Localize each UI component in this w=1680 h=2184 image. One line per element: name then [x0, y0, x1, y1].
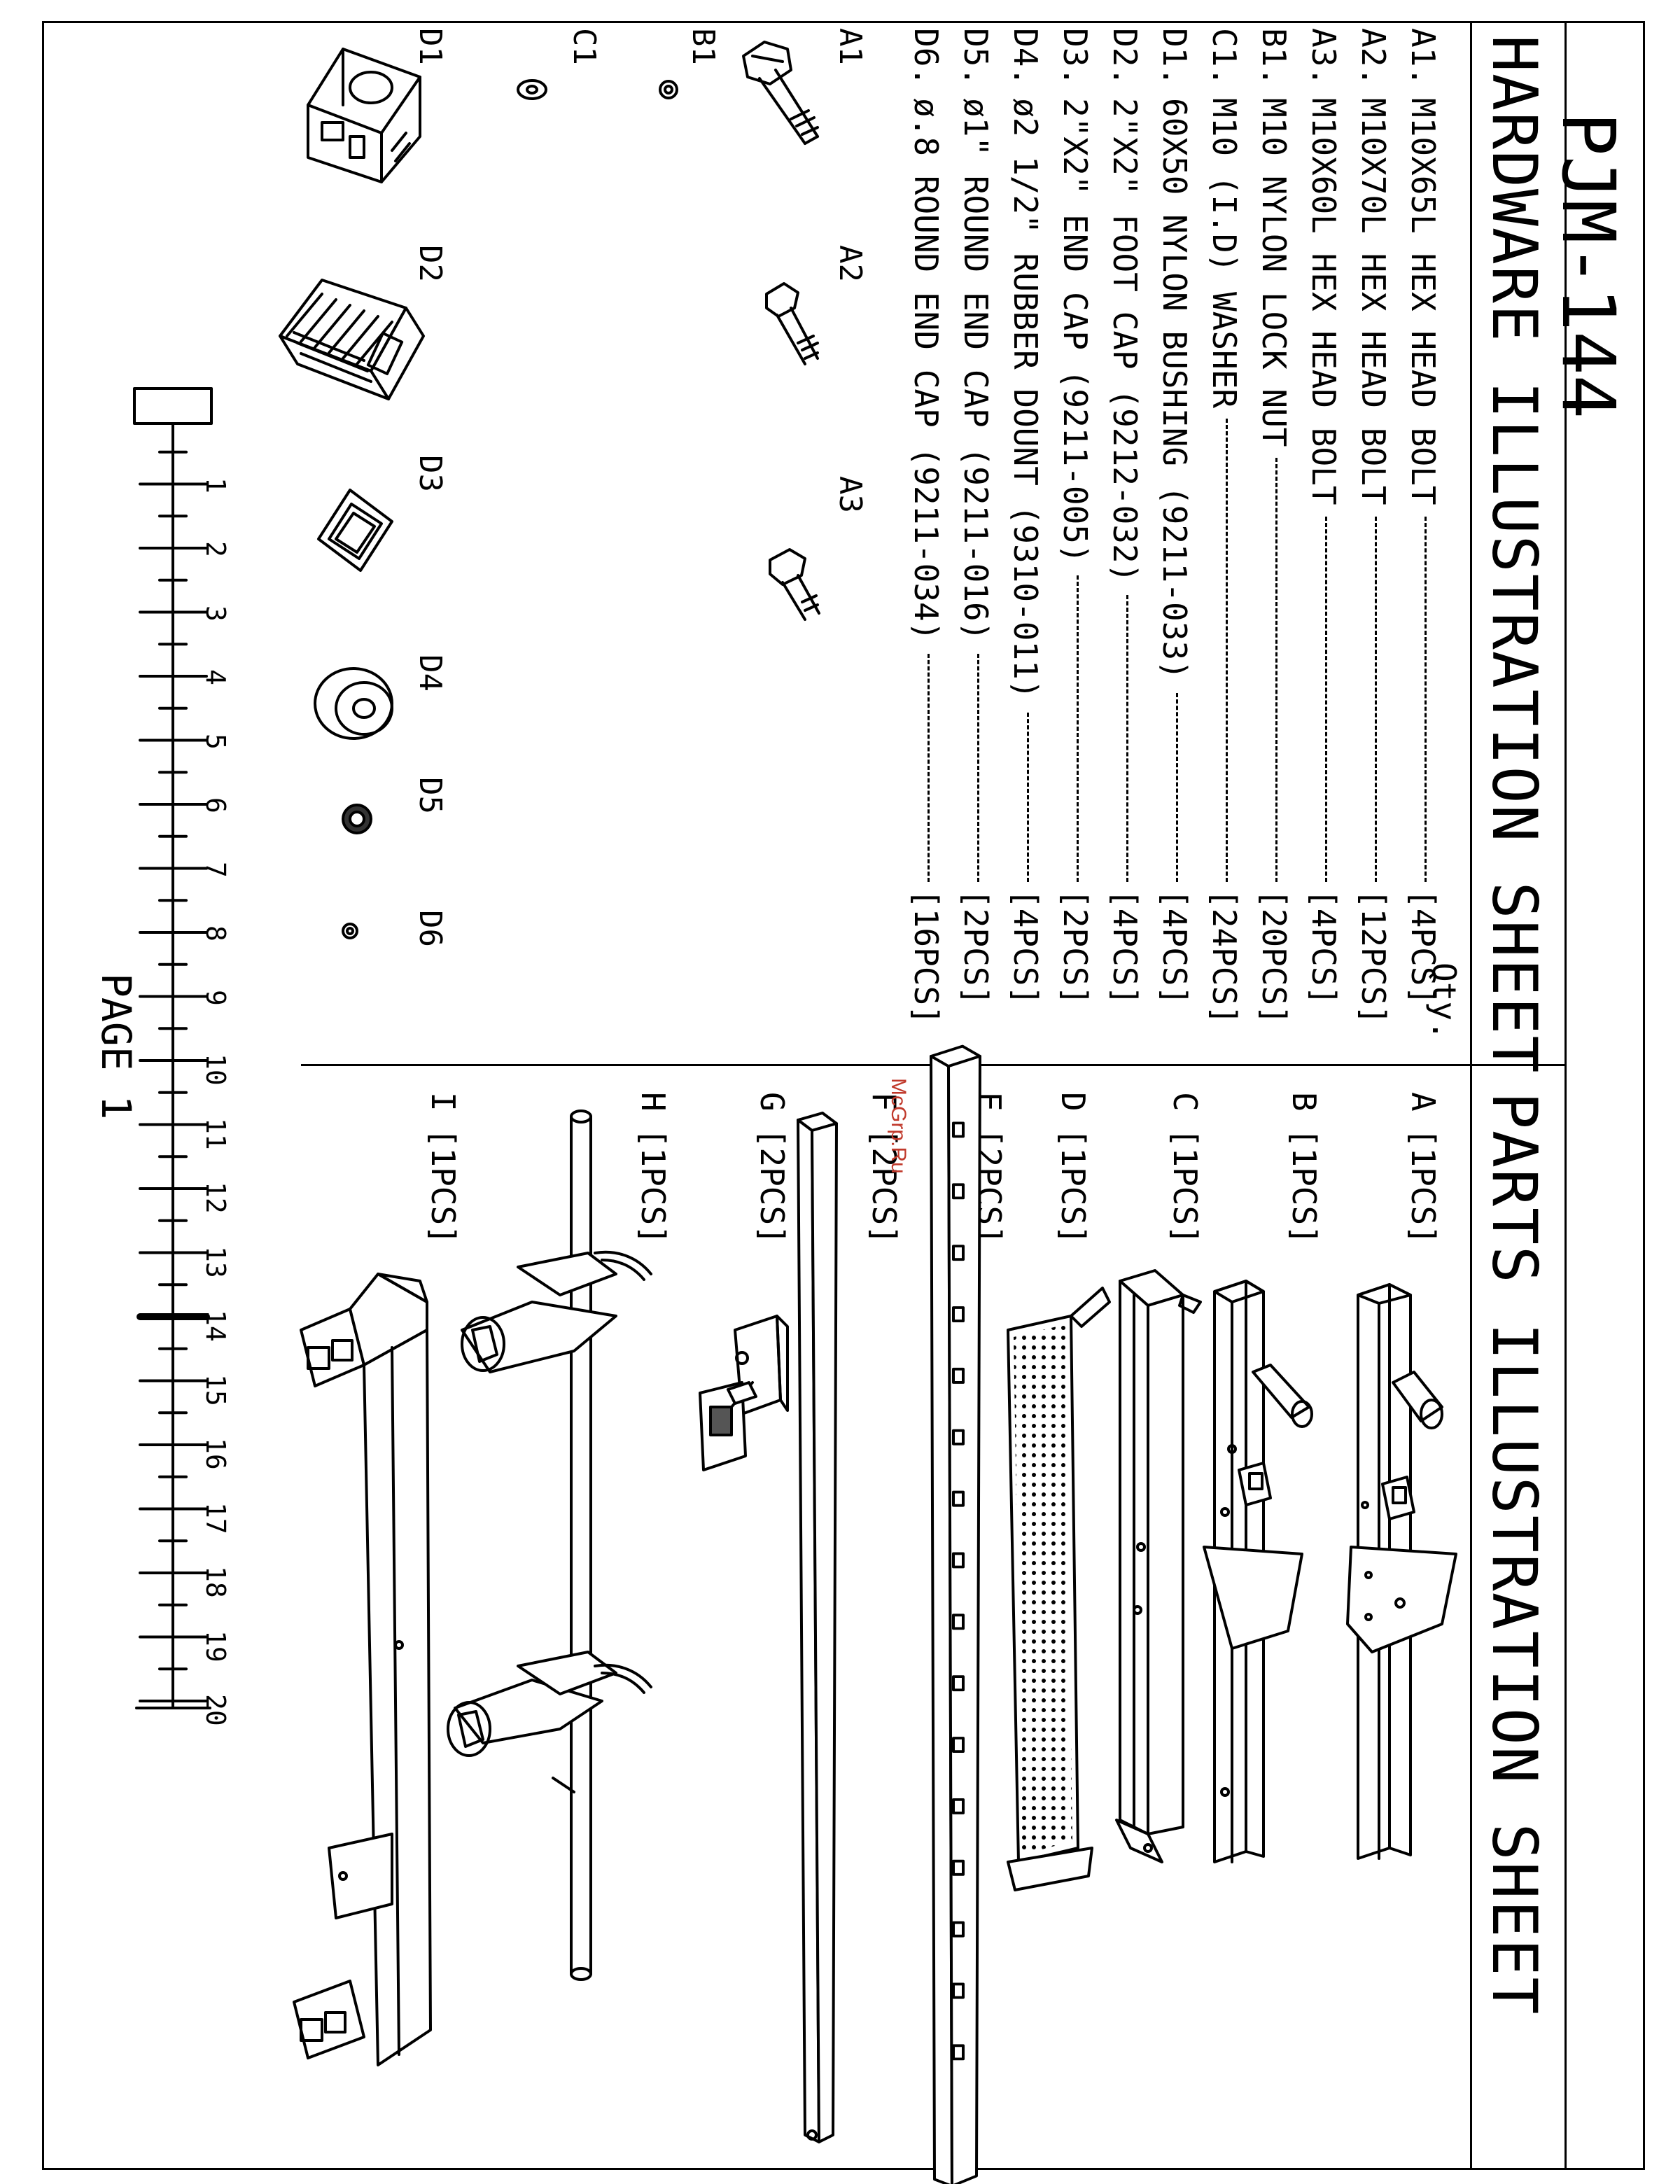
end-cap-d3-drawing	[317, 489, 393, 572]
part-f-drawing	[797, 1112, 838, 2143]
adjustment-slot	[952, 1921, 965, 1938]
hex-bolt-a2-drawing	[765, 282, 819, 365]
adjustment-slot	[952, 1982, 965, 1999]
part-e-drawing	[930, 1044, 981, 2184]
adjustment-slot	[952, 1798, 965, 1814]
adjustment-slot	[952, 1737, 965, 1754]
lock-nut-b1-drawing	[659, 80, 678, 99]
adjustment-slot	[952, 1490, 965, 1507]
adjustment-slot	[952, 1614, 965, 1630]
header-section-divider	[1470, 1064, 1564, 1066]
adjustment-slot	[952, 2044, 965, 2061]
outer-frame	[42, 21, 1645, 2170]
measuring-ruler	[133, 387, 213, 1709]
adjustment-slot	[952, 1183, 965, 1200]
adjustment-slot	[952, 1859, 965, 1876]
hardware-parts-divider	[301, 1064, 1470, 1066]
nylon-bushing-d1-drawing	[307, 48, 421, 183]
part-d-drawing	[1007, 1287, 1111, 1891]
part-i-drawing	[293, 1273, 432, 2066]
adjustment-slot	[952, 1675, 965, 1692]
round-end-cap-d5-drawing	[342, 804, 372, 834]
adjustment-slot	[952, 1429, 965, 1446]
rubber-donut-d4-drawing	[314, 667, 393, 740]
hex-bolt-a3-drawing	[769, 548, 820, 621]
part-h-drawing	[447, 1110, 652, 1981]
foot-cap-d2-drawing	[279, 279, 425, 400]
round-end-cap-d6-drawing	[342, 923, 358, 939]
washer-c1-drawing	[517, 79, 547, 100]
part-c-drawing	[1115, 1269, 1202, 1863]
adjustment-slot	[952, 1552, 965, 1569]
adjustment-slot	[952, 1306, 965, 1322]
header-column-divider	[1470, 21, 1472, 2170]
part-g-drawing	[699, 1315, 789, 1471]
adjustment-slot	[952, 1245, 965, 1261]
adjustment-slot	[952, 1367, 965, 1384]
adjustment-slot	[952, 1121, 965, 1138]
part-a-drawing	[1346, 1283, 1457, 1860]
part-b-drawing	[1203, 1280, 1313, 1863]
hex-bolt-a1-drawing	[742, 41, 819, 145]
title-column-divider	[1564, 21, 1567, 2170]
